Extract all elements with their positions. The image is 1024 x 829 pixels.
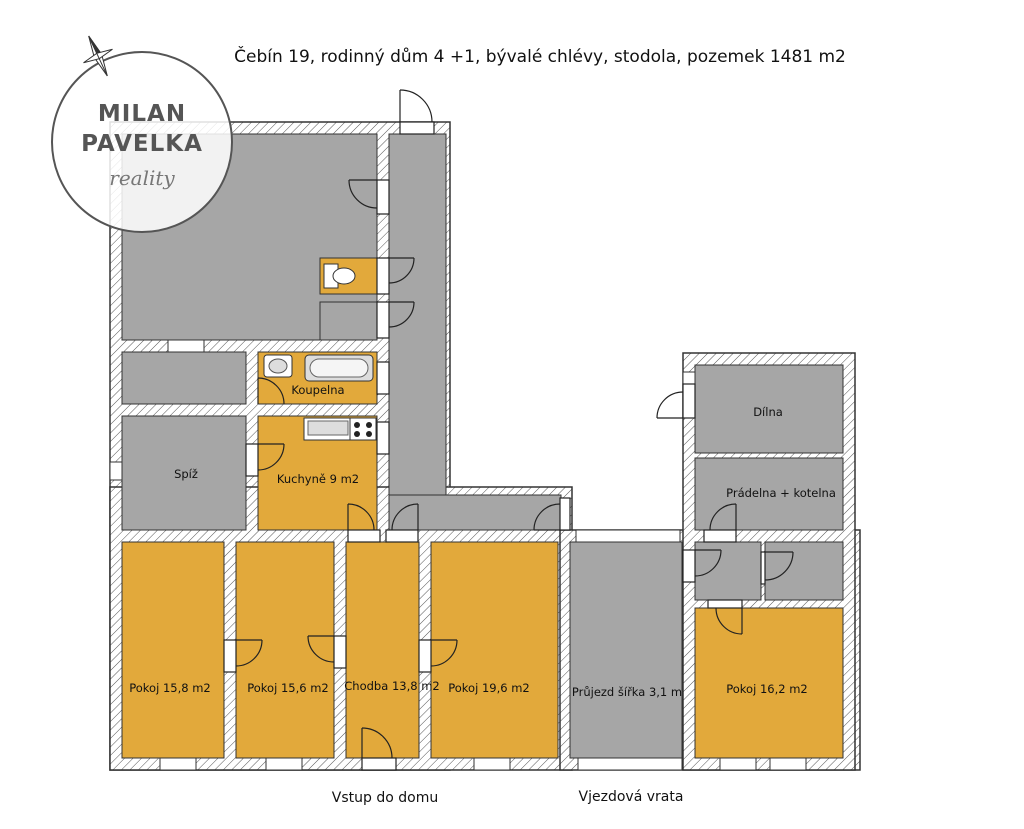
door-icon: [361, 727, 397, 771]
door-icon: [223, 639, 263, 673]
door-icon: [682, 549, 722, 583]
label-chodba: Chodba 13,8 m2: [344, 679, 439, 693]
logo-script: reality: [109, 166, 175, 190]
room-pokoj-3: [430, 541, 559, 759]
window-icon: [577, 757, 683, 771]
door-icon: [307, 635, 347, 669]
windows: [109, 339, 807, 771]
label-pokoj-1: Pokoj 15,8 m2: [129, 681, 210, 695]
label-koupelna: Koupelna: [291, 383, 344, 397]
door-icon: [347, 503, 381, 543]
compass-icon: [83, 35, 113, 77]
room-left-strip: [121, 351, 247, 405]
room-pokoj-1: [121, 541, 225, 759]
door-icon: [376, 421, 390, 455]
door-icon: [385, 503, 419, 543]
door-icon: [703, 503, 737, 543]
door-icon: [707, 599, 743, 635]
room-chodba: [345, 541, 420, 759]
door-icon: [245, 443, 285, 477]
door-icon: [257, 377, 285, 405]
toilet-icon: [323, 263, 356, 289]
room-small-1: [319, 301, 378, 341]
label-dilna: Dílna: [753, 405, 783, 419]
stove-icon: [349, 417, 377, 441]
label-pradelna: Prádelna + kotelna: [726, 486, 836, 500]
company-logo: MILAN PAVELKA reality: [51, 51, 233, 233]
window-icon: [769, 757, 807, 771]
room-prujezd: [569, 541, 683, 759]
sink-icon: [263, 354, 293, 378]
label-prujezd: Průjezd šířka 3,1 m: [572, 685, 682, 699]
door-icon: [533, 497, 571, 531]
plan-title: Čebín 19, rodinný dům 4 +1, bývalé chlév…: [234, 45, 846, 67]
corridor-horizontal: [388, 494, 562, 531]
caption-gate: Vjezdová vrata: [579, 789, 684, 805]
window-icon: [719, 757, 757, 771]
door-icon: [348, 179, 390, 215]
window-icon: [575, 529, 681, 543]
fixtures: [263, 263, 377, 441]
room-pokoj-2: [235, 541, 335, 759]
door-icon: [399, 89, 435, 135]
window-icon: [265, 757, 303, 771]
window-icon: [167, 339, 205, 353]
label-spiz: Spíž: [174, 467, 198, 481]
corridor-vertical: [388, 133, 447, 531]
door-icon: [760, 551, 794, 585]
door-icon: [376, 361, 390, 395]
window-icon: [159, 757, 197, 771]
label-pokoj-3: Pokoj 19,6 m2: [448, 681, 529, 695]
door-icon: [376, 301, 415, 339]
caption-entrance: Vstup do domu: [332, 790, 438, 806]
window-icon: [109, 461, 123, 481]
label-pokoj-2: Pokoj 15,6 m2: [247, 681, 328, 695]
room-small-right-1: [694, 541, 762, 601]
room-small-right-2: [764, 541, 844, 601]
room-pradelna: [694, 457, 844, 531]
door-icon: [656, 383, 696, 419]
logo-line2: PAVELKA: [81, 131, 203, 157]
door-icon: [418, 639, 458, 673]
label-pokoj-4: Pokoj 16,2 m2: [726, 682, 807, 696]
door-icon: [376, 257, 415, 295]
room-spiz: [121, 415, 247, 531]
doors: [223, 89, 794, 771]
logo-line1: MILAN: [98, 101, 186, 127]
orange-rooms: [121, 257, 844, 759]
label-kuchyne: Kuchyně 9 m2: [277, 472, 359, 486]
bathtub-icon: [304, 354, 374, 382]
room-dilna: [694, 364, 844, 454]
room-pokoj-4: [694, 607, 844, 759]
window-icon: [473, 757, 511, 771]
room-labels: Koupelna Spíž Kuchyně 9 m2 Dílna Prádeln…: [129, 383, 836, 699]
